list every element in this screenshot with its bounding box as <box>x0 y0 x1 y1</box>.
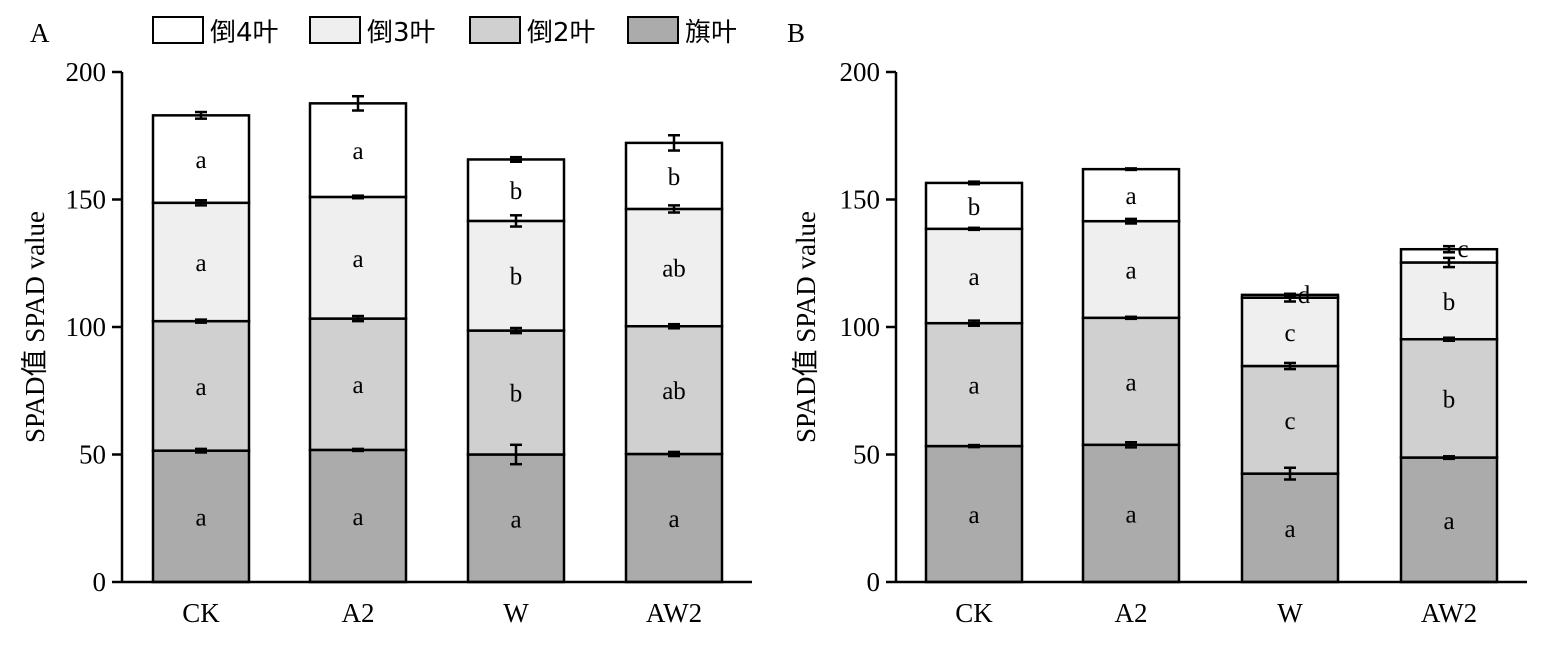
legend-item-leaf4: 倒4叶 <box>152 13 279 48</box>
legend-label-flag-leaf: 旗叶 <box>685 17 738 48</box>
x-tick-label: A2 <box>1115 598 1148 628</box>
significance-letter: b <box>968 194 981 221</box>
bar-segment <box>151 201 251 323</box>
significance-letter: a <box>1284 516 1295 543</box>
significance-letter: a <box>195 250 206 277</box>
significance-letter: b <box>510 264 523 291</box>
legend-item-flag-leaf: 旗叶 <box>627 13 738 48</box>
bar-segment <box>624 141 724 211</box>
significance-letter: a <box>352 246 363 273</box>
significance-letter: b <box>1443 289 1456 316</box>
significance-letter: a <box>668 506 679 533</box>
significance-letter: b <box>668 164 681 191</box>
significance-letter: b <box>510 381 523 408</box>
bar-segment <box>1240 296 1340 368</box>
y-tick-label: 100 <box>840 312 881 342</box>
legend-item-leaf2: 倒2叶 <box>469 13 596 48</box>
significance-letter: a <box>1125 257 1136 284</box>
y-tick-label: 50 <box>79 440 106 470</box>
bar-segment <box>1081 167 1181 223</box>
x-tick-label: AW2 <box>646 598 702 628</box>
bar-segment <box>924 321 1024 448</box>
x-tick-label: CK <box>955 598 993 628</box>
significance-letter: a <box>352 138 363 165</box>
panel-label: A <box>30 18 50 48</box>
legend-swatch-flag-leaf <box>627 16 679 44</box>
x-tick-label: W <box>503 598 529 628</box>
bar-segment <box>1081 316 1181 447</box>
significance-letter: a <box>195 374 206 401</box>
panel-label: B <box>787 18 805 48</box>
y-tick-label: 200 <box>840 57 881 87</box>
y-tick-label: 0 <box>93 567 107 597</box>
significance-letter: c <box>1284 408 1295 435</box>
significance-letter: ab <box>662 256 686 283</box>
significance-letter: a <box>1443 508 1454 535</box>
x-tick-label: W <box>1277 598 1303 628</box>
significance-letter: a <box>1125 369 1136 396</box>
bar-segment <box>624 452 724 584</box>
bar-segment <box>624 324 724 456</box>
significance-letter: a <box>968 502 979 529</box>
significance-letter: b <box>1443 386 1456 413</box>
y-tick-label: 150 <box>840 185 881 215</box>
significance-letter: c <box>1284 320 1295 347</box>
legend-swatch-leaf3 <box>309 16 361 44</box>
y-axis-title: SPAD值 SPAD value <box>791 211 821 443</box>
significance-letter: a <box>352 504 363 531</box>
significance-letter: a <box>195 147 206 174</box>
significance-letter: a <box>195 504 206 531</box>
bar-segment <box>308 317 408 452</box>
bar-segment <box>624 207 724 328</box>
bar-segment <box>1240 472 1340 584</box>
bar-segment <box>1399 261 1499 341</box>
x-tick-label: A2 <box>342 598 375 628</box>
bar-segment <box>466 158 566 223</box>
significance-letter: c <box>1457 236 1468 263</box>
bar-segment <box>308 102 408 199</box>
significance-letter: a <box>968 264 979 291</box>
bar-segment <box>466 329 566 456</box>
bar-segment <box>308 448 408 584</box>
significance-letter: a <box>1125 183 1136 210</box>
significance-letter: a <box>510 506 521 533</box>
significance-letter: a <box>968 373 979 400</box>
bar-segment <box>1399 456 1499 584</box>
significance-letter: d <box>1298 282 1311 309</box>
x-tick-label: CK <box>182 598 220 628</box>
legend-label-leaf2: 倒2叶 <box>527 17 596 48</box>
bar-segment <box>924 227 1024 325</box>
bar-segment <box>1081 443 1181 584</box>
legend-swatch-leaf4 <box>152 16 204 44</box>
legend-label-leaf3: 倒3叶 <box>367 17 436 48</box>
y-tick-label: 200 <box>66 57 107 87</box>
legend-swatch-leaf2 <box>469 16 521 44</box>
significance-letter: a <box>1125 501 1136 528</box>
legend-item-leaf3: 倒3叶 <box>309 13 436 48</box>
y-tick-label: 100 <box>66 312 107 342</box>
y-tick-label: 150 <box>66 185 107 215</box>
significance-letter: a <box>352 372 363 399</box>
legend-label-leaf4: 倒4叶 <box>210 17 279 48</box>
y-tick-label: 50 <box>853 440 880 470</box>
y-axis-title: SPAD值 SPAD value <box>20 211 50 443</box>
bar-segment <box>1399 337 1499 459</box>
significance-letter: b <box>510 178 523 205</box>
x-tick-label: AW2 <box>1421 598 1477 628</box>
significance-letter: ab <box>662 378 686 405</box>
y-tick-label: 0 <box>867 567 881 597</box>
